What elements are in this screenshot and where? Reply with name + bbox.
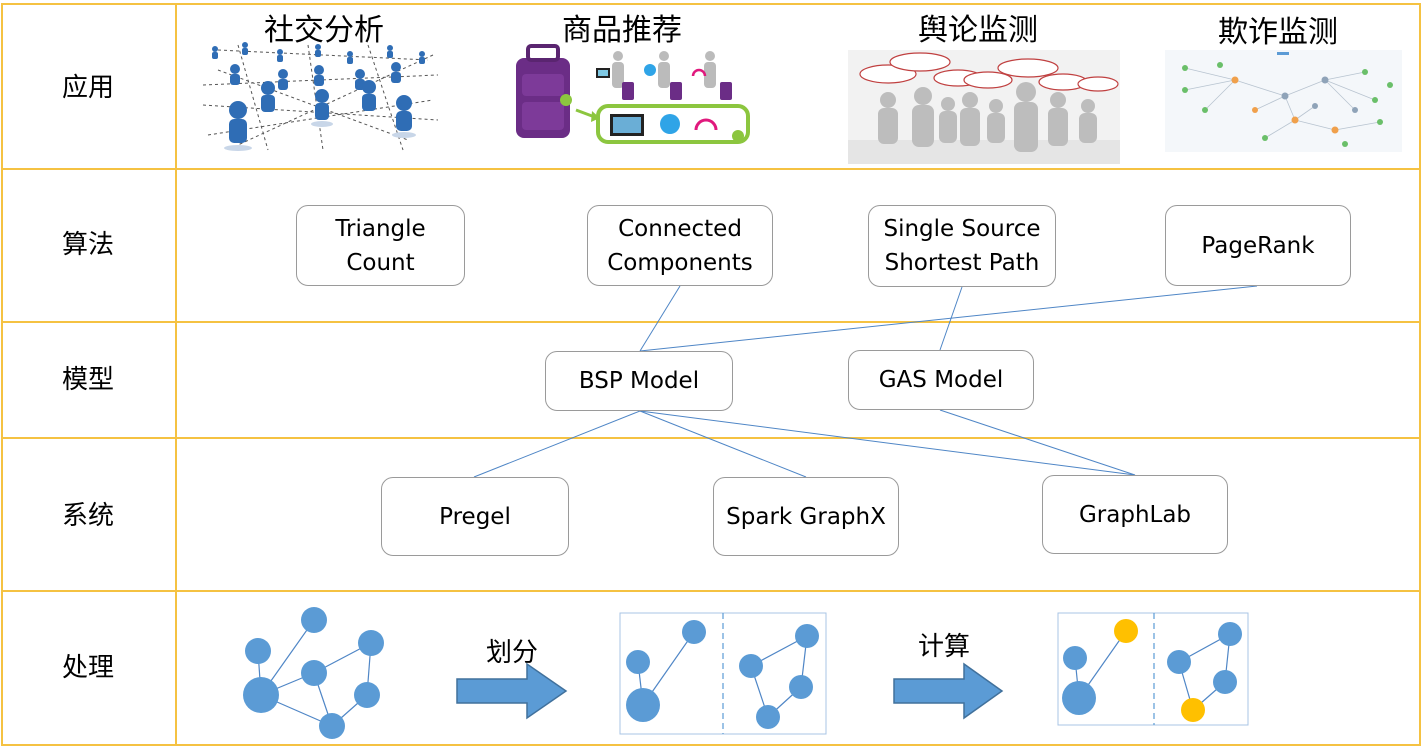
fraud-detection-illustration bbox=[1165, 50, 1402, 152]
connector-cc-bsp bbox=[639, 285, 681, 352]
system-spark-graphx: Spark GraphX bbox=[713, 477, 899, 556]
public-opinion-illustration bbox=[848, 50, 1120, 164]
algorithm-connected-components-line1: Connected bbox=[618, 215, 742, 242]
connector-bsp-graphlab bbox=[639, 410, 1136, 476]
connector-sssp-gas bbox=[939, 286, 963, 351]
connector-lines bbox=[473, 285, 1258, 478]
app-title-fraud: 欺诈监测 bbox=[1218, 15, 1338, 50]
system-pregel: Pregel bbox=[381, 477, 569, 556]
algorithm-pagerank-label: PageRank bbox=[1201, 232, 1315, 259]
partition-label: 划分 bbox=[486, 638, 539, 668]
model-gas: GAS Model bbox=[848, 350, 1034, 410]
connector-pagerank-bsp bbox=[639, 285, 1258, 352]
algorithm-sssp-line2: Shortest Path bbox=[884, 250, 1040, 276]
system-graphlab-label: GraphLab bbox=[1078, 501, 1192, 528]
system-graphlab: GraphLab bbox=[1042, 475, 1228, 554]
connector-gas-graphlab bbox=[939, 409, 1136, 476]
row-label-application: 应用 bbox=[62, 73, 115, 103]
row-label-model: 模型 bbox=[62, 365, 115, 395]
model-bsp-label: BSP Model bbox=[578, 368, 700, 394]
connector-bsp-pregel bbox=[473, 410, 641, 478]
row-label-algorithm: 算法 bbox=[62, 230, 115, 260]
model-bsp: BSP Model bbox=[545, 351, 733, 411]
app-title-recommend: 商品推荐 bbox=[562, 13, 682, 48]
social-network-illustration bbox=[202, 42, 439, 151]
algorithm-connected-components-line2: Components bbox=[607, 249, 753, 276]
model-gas-label: GAS Model bbox=[878, 367, 1004, 393]
table-grid bbox=[1, 3, 1421, 746]
row-label-system: 系统 bbox=[62, 501, 115, 531]
algorithm-triangle-count-line1: Triangle bbox=[335, 215, 426, 242]
app-title-opinion: 舆论监测 bbox=[918, 13, 1038, 48]
system-spark-graphx-label: Spark GraphX bbox=[726, 503, 886, 530]
row-label-processing: 处理 bbox=[62, 653, 115, 683]
algorithm-pagerank: PageRank bbox=[1165, 205, 1351, 286]
algorithm-triangle-count-line2: Count bbox=[346, 249, 415, 276]
product-recommendation-illustration bbox=[516, 44, 750, 144]
app-title-social: 社交分析 bbox=[264, 13, 384, 48]
compute-label: 计算 bbox=[918, 632, 971, 662]
connector-bsp-graphx bbox=[639, 410, 807, 478]
algorithm-sssp-line1: Single Source bbox=[883, 216, 1041, 242]
system-pregel-label: Pregel bbox=[439, 503, 511, 530]
